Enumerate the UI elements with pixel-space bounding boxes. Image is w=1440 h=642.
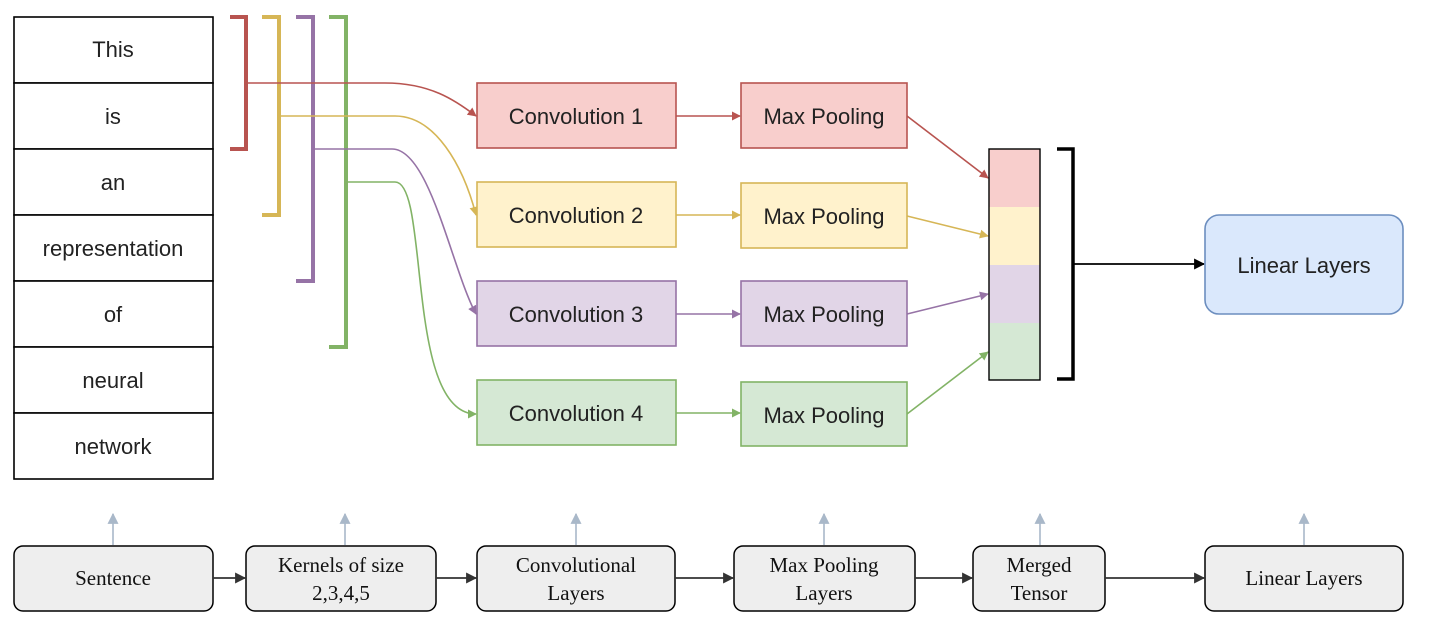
word-cell: is xyxy=(13,82,214,150)
kernel-brackets xyxy=(230,15,348,349)
word-cell: This xyxy=(13,16,214,84)
pipeline-step-kernels: Kernels of size 2,3,4,5 xyxy=(245,545,437,612)
pipeline-step-label: Kernels of size xyxy=(278,553,404,577)
word-cell: of xyxy=(13,280,214,348)
pipeline-step-convolutional: Convolutional Layers xyxy=(476,545,676,612)
word-label: an xyxy=(101,170,125,195)
max-pooling-label: Max Pooling xyxy=(763,204,884,229)
max-pooling-box: Max Pooling xyxy=(740,280,908,347)
sentence-table: This is an representation of neural netw… xyxy=(13,16,214,480)
kernel-bracket-size-5 xyxy=(329,15,348,349)
word-label: network xyxy=(74,434,152,459)
pipeline-step-sentence: Sentence xyxy=(13,545,214,612)
pipeline-step-label: Sentence xyxy=(75,566,151,590)
convolution-box: Convolution 3 xyxy=(476,280,677,347)
word-label: neural xyxy=(82,368,143,393)
linear-layers-box: Linear Layers xyxy=(1204,214,1404,315)
convolution-box: Convolution 2 xyxy=(476,181,677,248)
kernel-bracket-size-4 xyxy=(296,15,315,283)
pipeline-step-merged: Merged Tensor xyxy=(972,545,1106,612)
convolution-label: Convolution 2 xyxy=(509,203,644,228)
connector-arrow xyxy=(906,291,989,315)
pipeline-step-label: Merged xyxy=(1007,553,1072,577)
max-pooling-box: Max Pooling xyxy=(740,182,908,249)
merge-bracket xyxy=(1057,147,1075,381)
convolution-layers: Convolution 1 Convolution 2 Convolution … xyxy=(476,82,677,446)
connector-arrow xyxy=(906,351,989,415)
word-cell: an xyxy=(13,148,214,216)
convolution-label: Convolution 1 xyxy=(509,104,644,129)
connector-arrow xyxy=(246,82,477,117)
merged-tensor xyxy=(988,148,1041,381)
stage-pointer-arrows xyxy=(107,512,1310,545)
convolution-label: Convolution 4 xyxy=(509,401,644,426)
word-cell: network xyxy=(13,412,214,480)
convolution-label: Convolution 3 xyxy=(509,302,644,327)
max-pooling-label: Max Pooling xyxy=(763,104,884,129)
kernel-bracket-size-3 xyxy=(262,15,281,217)
word-label: of xyxy=(104,302,123,327)
linear-layers-label: Linear Layers xyxy=(1237,253,1370,278)
max-pooling-label: Max Pooling xyxy=(763,403,884,428)
word-label: This xyxy=(92,37,134,62)
convolution-box: Convolution 4 xyxy=(476,379,677,446)
pipeline-step-sublabel: 2,3,4,5 xyxy=(312,581,370,605)
pipeline-step-max-pooling: Max Pooling Layers xyxy=(733,545,916,612)
max-pooling-box: Max Pooling xyxy=(740,381,908,447)
word-cell: representation xyxy=(13,214,214,282)
connector-arrow xyxy=(346,181,477,419)
max-pooling-layers: Max Pooling Max Pooling Max Pooling Max … xyxy=(740,82,908,447)
pipeline-step-sublabel: Tensor xyxy=(1011,581,1068,605)
pipeline-step-label: Linear Layers xyxy=(1245,566,1362,590)
connector-arrow xyxy=(906,215,989,239)
pipeline-step-linear: Linear Layers xyxy=(1204,545,1404,612)
max-pooling-box: Max Pooling xyxy=(740,82,908,149)
pipeline-step-sublabel: Layers xyxy=(795,581,852,605)
kernel-connectors xyxy=(246,82,479,419)
pool-to-merge-arrows xyxy=(906,115,989,415)
pipeline-step-label: Convolutional xyxy=(516,553,636,577)
word-label: representation xyxy=(43,236,184,261)
connector-arrow xyxy=(279,115,479,216)
convolution-box: Convolution 1 xyxy=(476,82,677,149)
conv-to-pool-arrows xyxy=(676,111,741,418)
word-label: is xyxy=(105,104,121,129)
pipeline-step-sublabel: Layers xyxy=(547,581,604,605)
connector-arrow xyxy=(906,115,989,179)
kernel-bracket-size-2 xyxy=(230,15,248,151)
pipeline-step-label: Max Pooling xyxy=(769,553,879,577)
word-cell: neural xyxy=(13,346,214,414)
max-pooling-label: Max Pooling xyxy=(763,302,884,327)
connector-arrow xyxy=(313,148,477,315)
